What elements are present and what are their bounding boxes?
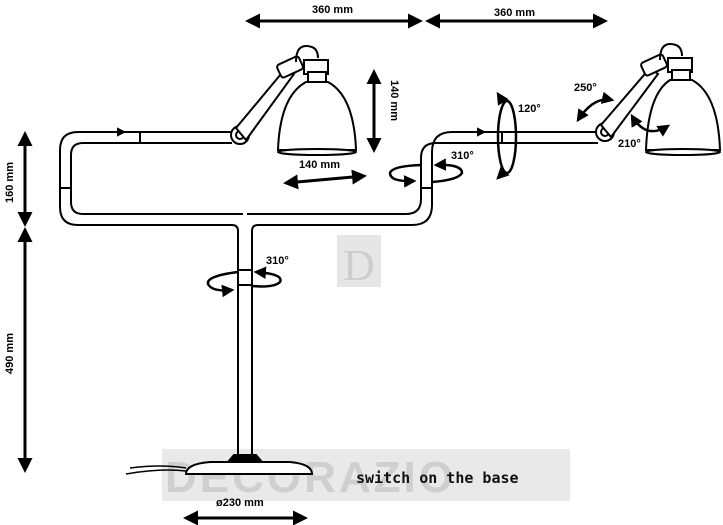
left-arm-tube-inner [70, 142, 243, 215]
shade-swivel-arrow [576, 91, 615, 123]
label-top-left-width: 360 mm [312, 4, 353, 16]
label-stem-swivel: 310° [266, 255, 289, 267]
power-cord [125, 469, 187, 475]
elbow-tilt-arrow [496, 99, 518, 175]
right-arm-tube-inner [247, 142, 502, 215]
label-arm-swivel: 310° [451, 150, 474, 162]
lamp-frame [59, 131, 503, 455]
dim-shade-depth-arrow [283, 169, 367, 190]
left-diagonal-arm [234, 66, 296, 142]
label-lower-height: 490 mm [4, 333, 16, 374]
arm-swivel-arrow [388, 163, 422, 188]
right-diagonal-arm [599, 66, 660, 139]
watermark-logo-box [337, 235, 381, 287]
label-upper-height: 160 mm [4, 162, 16, 203]
stem-swivel-arrow [206, 270, 239, 298]
caption-switch-on-base: switch on the base [356, 469, 519, 487]
right-lamp-head [595, 42, 722, 156]
left-lamp-shade [276, 81, 358, 151]
dimension-lines [17, 13, 608, 525]
label-base-diameter: ø230 mm [216, 497, 264, 509]
left-horizontal-arm [117, 127, 232, 144]
watermark-logo-letter: D [343, 241, 375, 290]
left-arm-tube-outer [59, 131, 239, 232]
lamp-base [125, 454, 314, 475]
right-arm-tube-outer [251, 131, 502, 232]
right-horizontal-arm [477, 127, 598, 144]
right-lamp-shade [644, 79, 722, 151]
label-top-right-width: 360 mm [494, 7, 535, 19]
label-shade-tilt: 210° [618, 138, 641, 150]
shade-tilt-arrow [630, 113, 671, 137]
label-shade-swivel: 250° [574, 82, 597, 94]
base-plate [184, 461, 314, 475]
label-shade-height: 140 mm [388, 80, 400, 121]
left-lamp-head [230, 44, 358, 156]
rotation-arrows [206, 91, 671, 298]
label-elbow-tilt: 120° [518, 103, 541, 115]
label-shade-depth: 140 mm [299, 159, 340, 171]
